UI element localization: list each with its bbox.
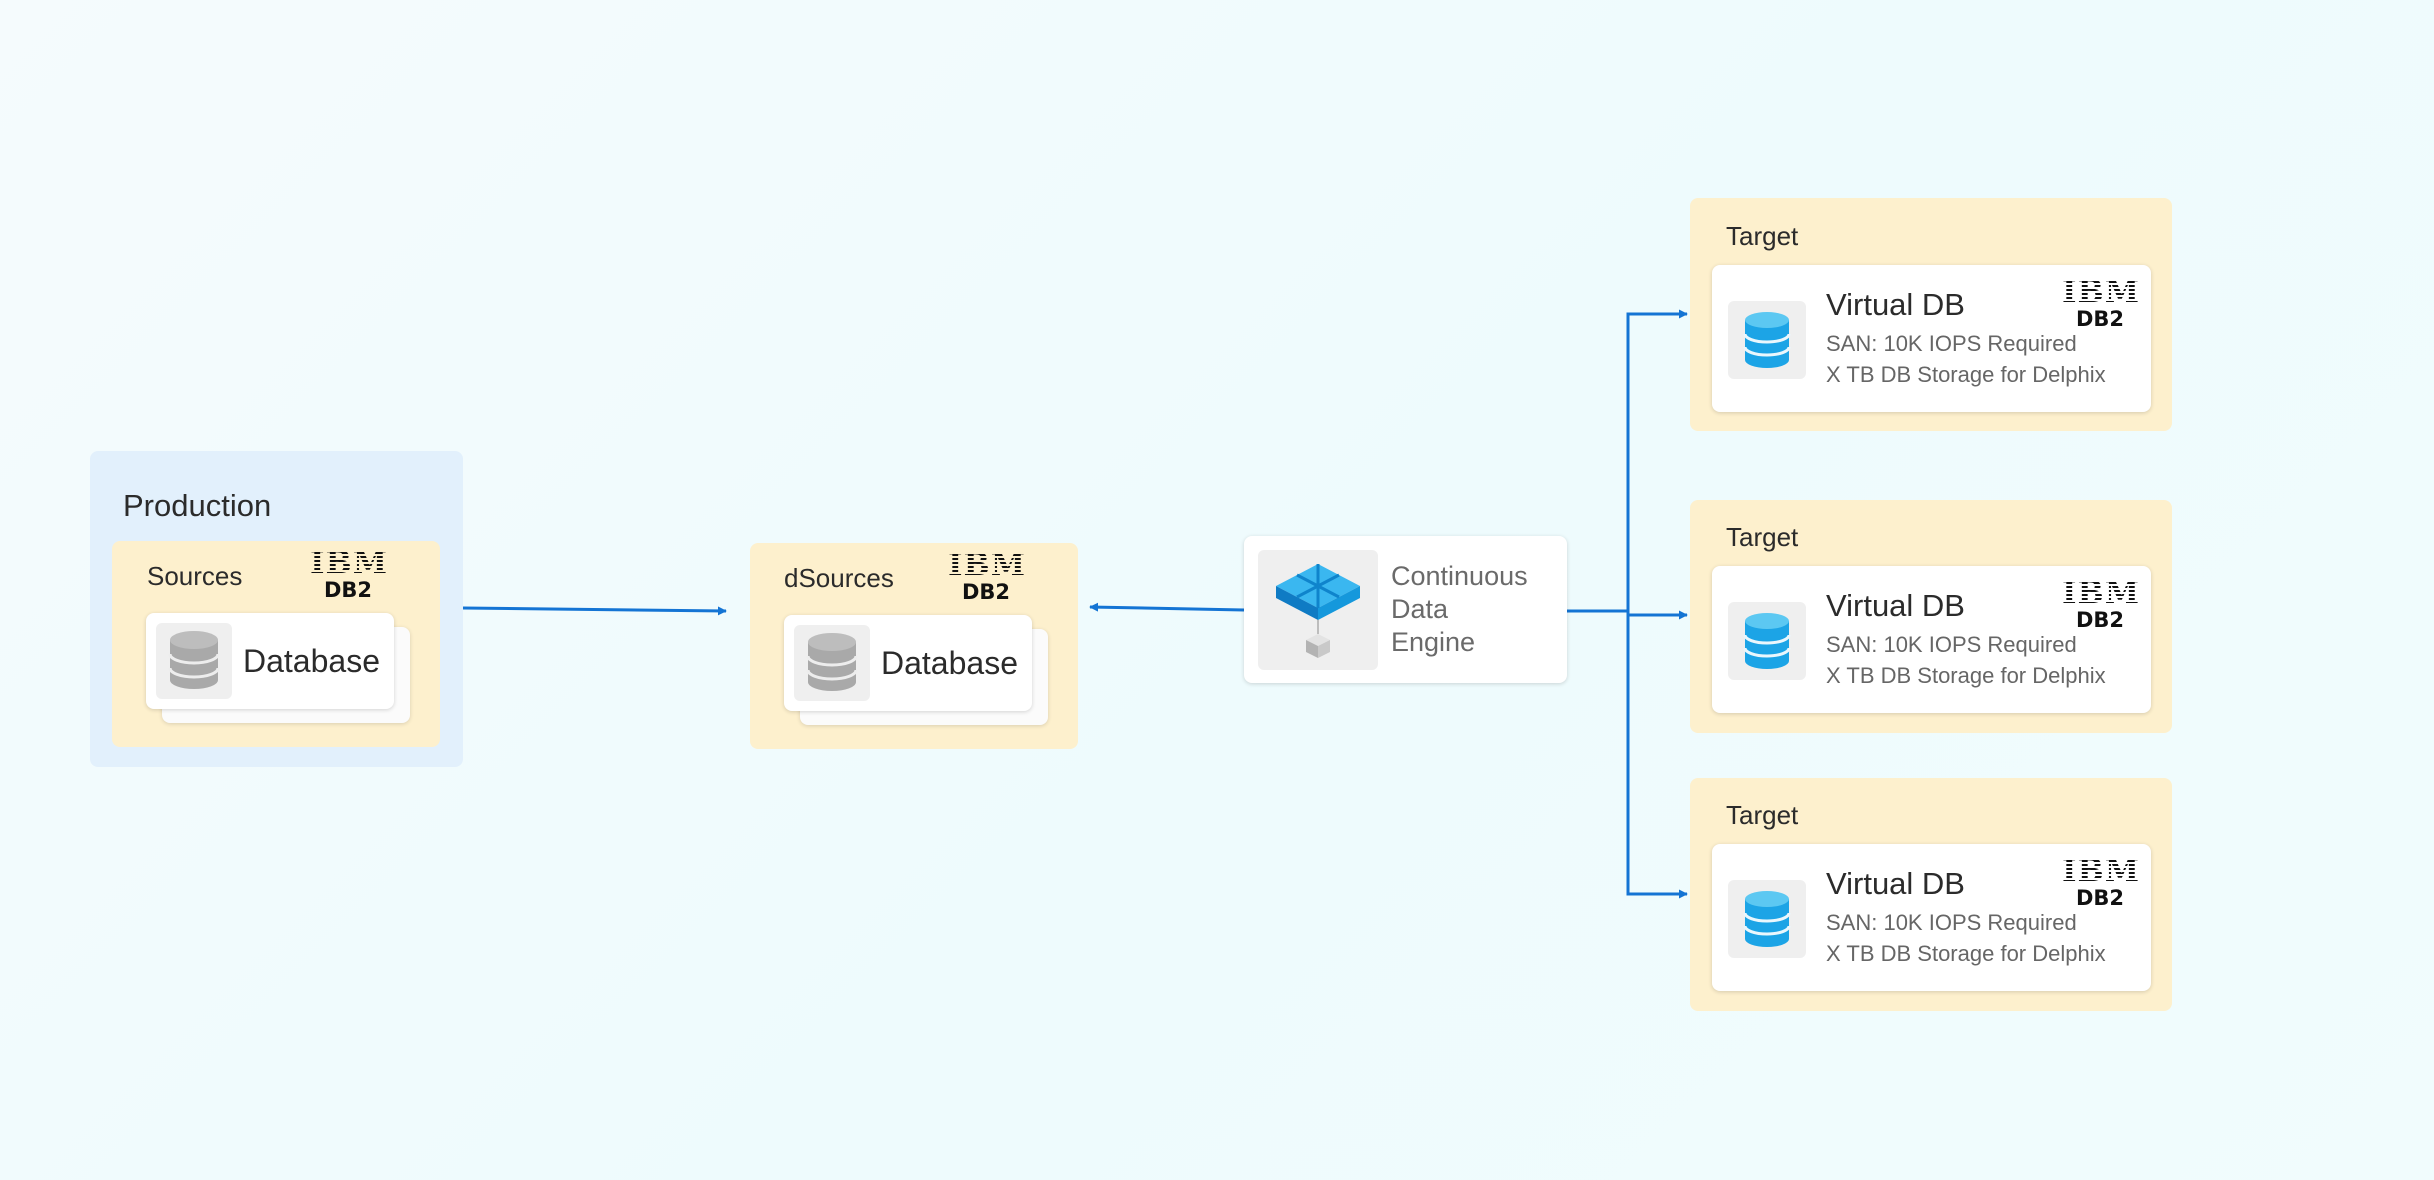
virtual-db-title: Virtual DB xyxy=(1826,287,1965,322)
target-label: Target xyxy=(1726,221,1799,251)
database-icon xyxy=(794,625,870,701)
database-label: Database xyxy=(243,643,380,679)
virtual-db-card[interactable]: Virtual DB SAN: 10K IOPS Required X TB D… xyxy=(1712,265,2151,412)
ibm-db2-logo: IBM DB2 xyxy=(2062,274,2141,331)
database-icon xyxy=(156,623,232,699)
virtual-database-icon xyxy=(1728,602,1806,680)
virtual-db-card[interactable]: Virtual DB SAN: 10K IOPS Required X TB D… xyxy=(1712,566,2151,713)
dsources-label: dSources xyxy=(784,563,894,593)
engine-label: Continuous Data Engine xyxy=(1391,561,1528,657)
continuous-data-engine-icon xyxy=(1258,550,1378,670)
arrow-to-target-3 xyxy=(1626,611,1688,899)
source-database-card[interactable]: Database xyxy=(146,613,394,709)
continuous-data-engine-node[interactable] xyxy=(1244,536,1567,683)
ibm-db2-logo: IBM DB2 xyxy=(310,545,389,602)
arrow-to-target-1 xyxy=(1626,309,1688,611)
ibm-db2-logo: IBM DB2 xyxy=(2062,853,2141,910)
virtual-database-icon xyxy=(1728,301,1806,379)
target-label: Target xyxy=(1726,522,1799,552)
database-label: Database xyxy=(881,645,1018,681)
arrow-engine-to-dsources xyxy=(1089,602,1245,612)
ibm-db2-logo: IBM DB2 xyxy=(2062,575,2141,632)
virtual-db-title: Virtual DB xyxy=(1826,588,1965,623)
virtual-db-details: SAN: 10K IOPS Required X TB DB Storage f… xyxy=(1826,910,2106,966)
virtual-database-icon xyxy=(1728,880,1806,958)
sources-label: Sources xyxy=(147,561,243,591)
arrow-sources-to-dsources xyxy=(462,606,727,616)
virtual-db-details: SAN: 10K IOPS Required X TB DB Storage f… xyxy=(1826,632,2106,688)
virtual-db-title: Virtual DB xyxy=(1826,866,1965,901)
virtual-db-card[interactable]: Virtual DB SAN: 10K IOPS Required X TB D… xyxy=(1712,844,2151,991)
production-title: Production xyxy=(123,488,272,523)
dsource-database-card[interactable]: Database xyxy=(784,615,1032,711)
virtual-db-details: SAN: 10K IOPS Required X TB DB Storage f… xyxy=(1826,331,2106,387)
target-label: Target xyxy=(1726,800,1799,830)
ibm-db2-logo: IBM DB2 xyxy=(948,547,1027,604)
